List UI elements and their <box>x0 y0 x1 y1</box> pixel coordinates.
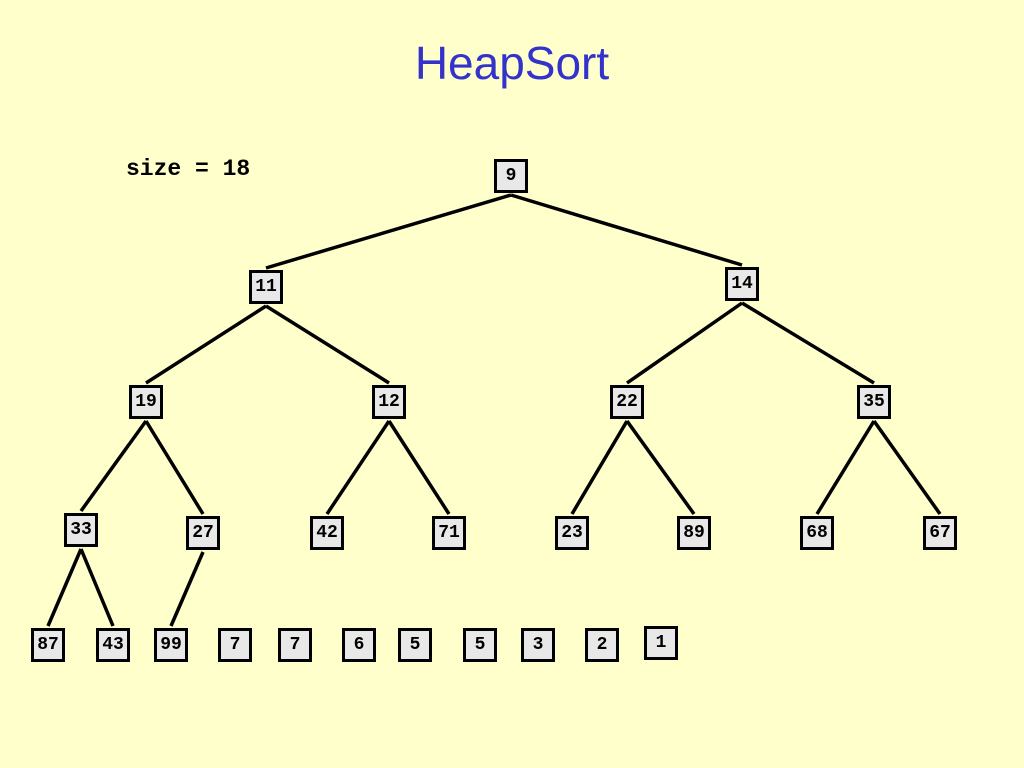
sorted-element: 7 <box>218 628 252 662</box>
page-title: HeapSort <box>414 37 610 89</box>
tree-edge <box>145 304 267 385</box>
tree-node-level3: 27 <box>186 516 220 550</box>
tree-node-level3: 42 <box>310 516 344 550</box>
tree-node-level1: 14 <box>725 267 759 301</box>
tree-edge <box>741 301 875 385</box>
sorted-element: 7 <box>278 628 312 662</box>
tree-edge <box>872 419 942 516</box>
tree-node-level4: 43 <box>96 628 130 662</box>
tree-node-level4: 99 <box>154 628 188 662</box>
tree-edge <box>46 548 83 627</box>
tree-node-level2: 22 <box>610 385 644 419</box>
tree-node-level3: 23 <box>555 516 589 550</box>
tree-node-level3: 89 <box>677 516 711 550</box>
tree-edge <box>265 304 390 385</box>
tree-edge <box>79 419 148 513</box>
tree-edge <box>815 420 876 515</box>
size-label: size = 18 <box>126 156 251 182</box>
tree-node-level3: 68 <box>800 516 834 550</box>
tree-node-level3: 67 <box>923 516 957 550</box>
sorted-element: 6 <box>342 628 376 662</box>
tree-edge <box>387 420 451 515</box>
tree-edge <box>510 193 743 267</box>
tree-node-level3: 71 <box>432 516 466 550</box>
sorted-element: 2 <box>585 628 619 662</box>
tree-node-level1: 11 <box>249 270 283 304</box>
tree-edge <box>626 301 743 385</box>
sorted-element: 5 <box>398 628 432 662</box>
sorted-element: 5 <box>463 628 497 662</box>
tree-node-level2: 12 <box>372 385 406 419</box>
tree-edge <box>144 420 205 515</box>
tree-edge <box>79 548 115 627</box>
tree-edge <box>169 551 205 627</box>
tree-edge <box>265 193 512 270</box>
tree-node-level2: 35 <box>857 385 891 419</box>
sorted-element: 3 <box>521 628 555 662</box>
tree-node-root: 9 <box>494 159 528 193</box>
tree-node-level2: 19 <box>129 385 163 419</box>
tree-node-level4: 87 <box>31 628 65 662</box>
tree-node-level3: 33 <box>64 513 98 547</box>
tree-edge <box>570 420 629 515</box>
tree-edge <box>625 419 696 516</box>
tree-edge <box>325 420 391 515</box>
sorted-element: 1 <box>644 626 678 660</box>
